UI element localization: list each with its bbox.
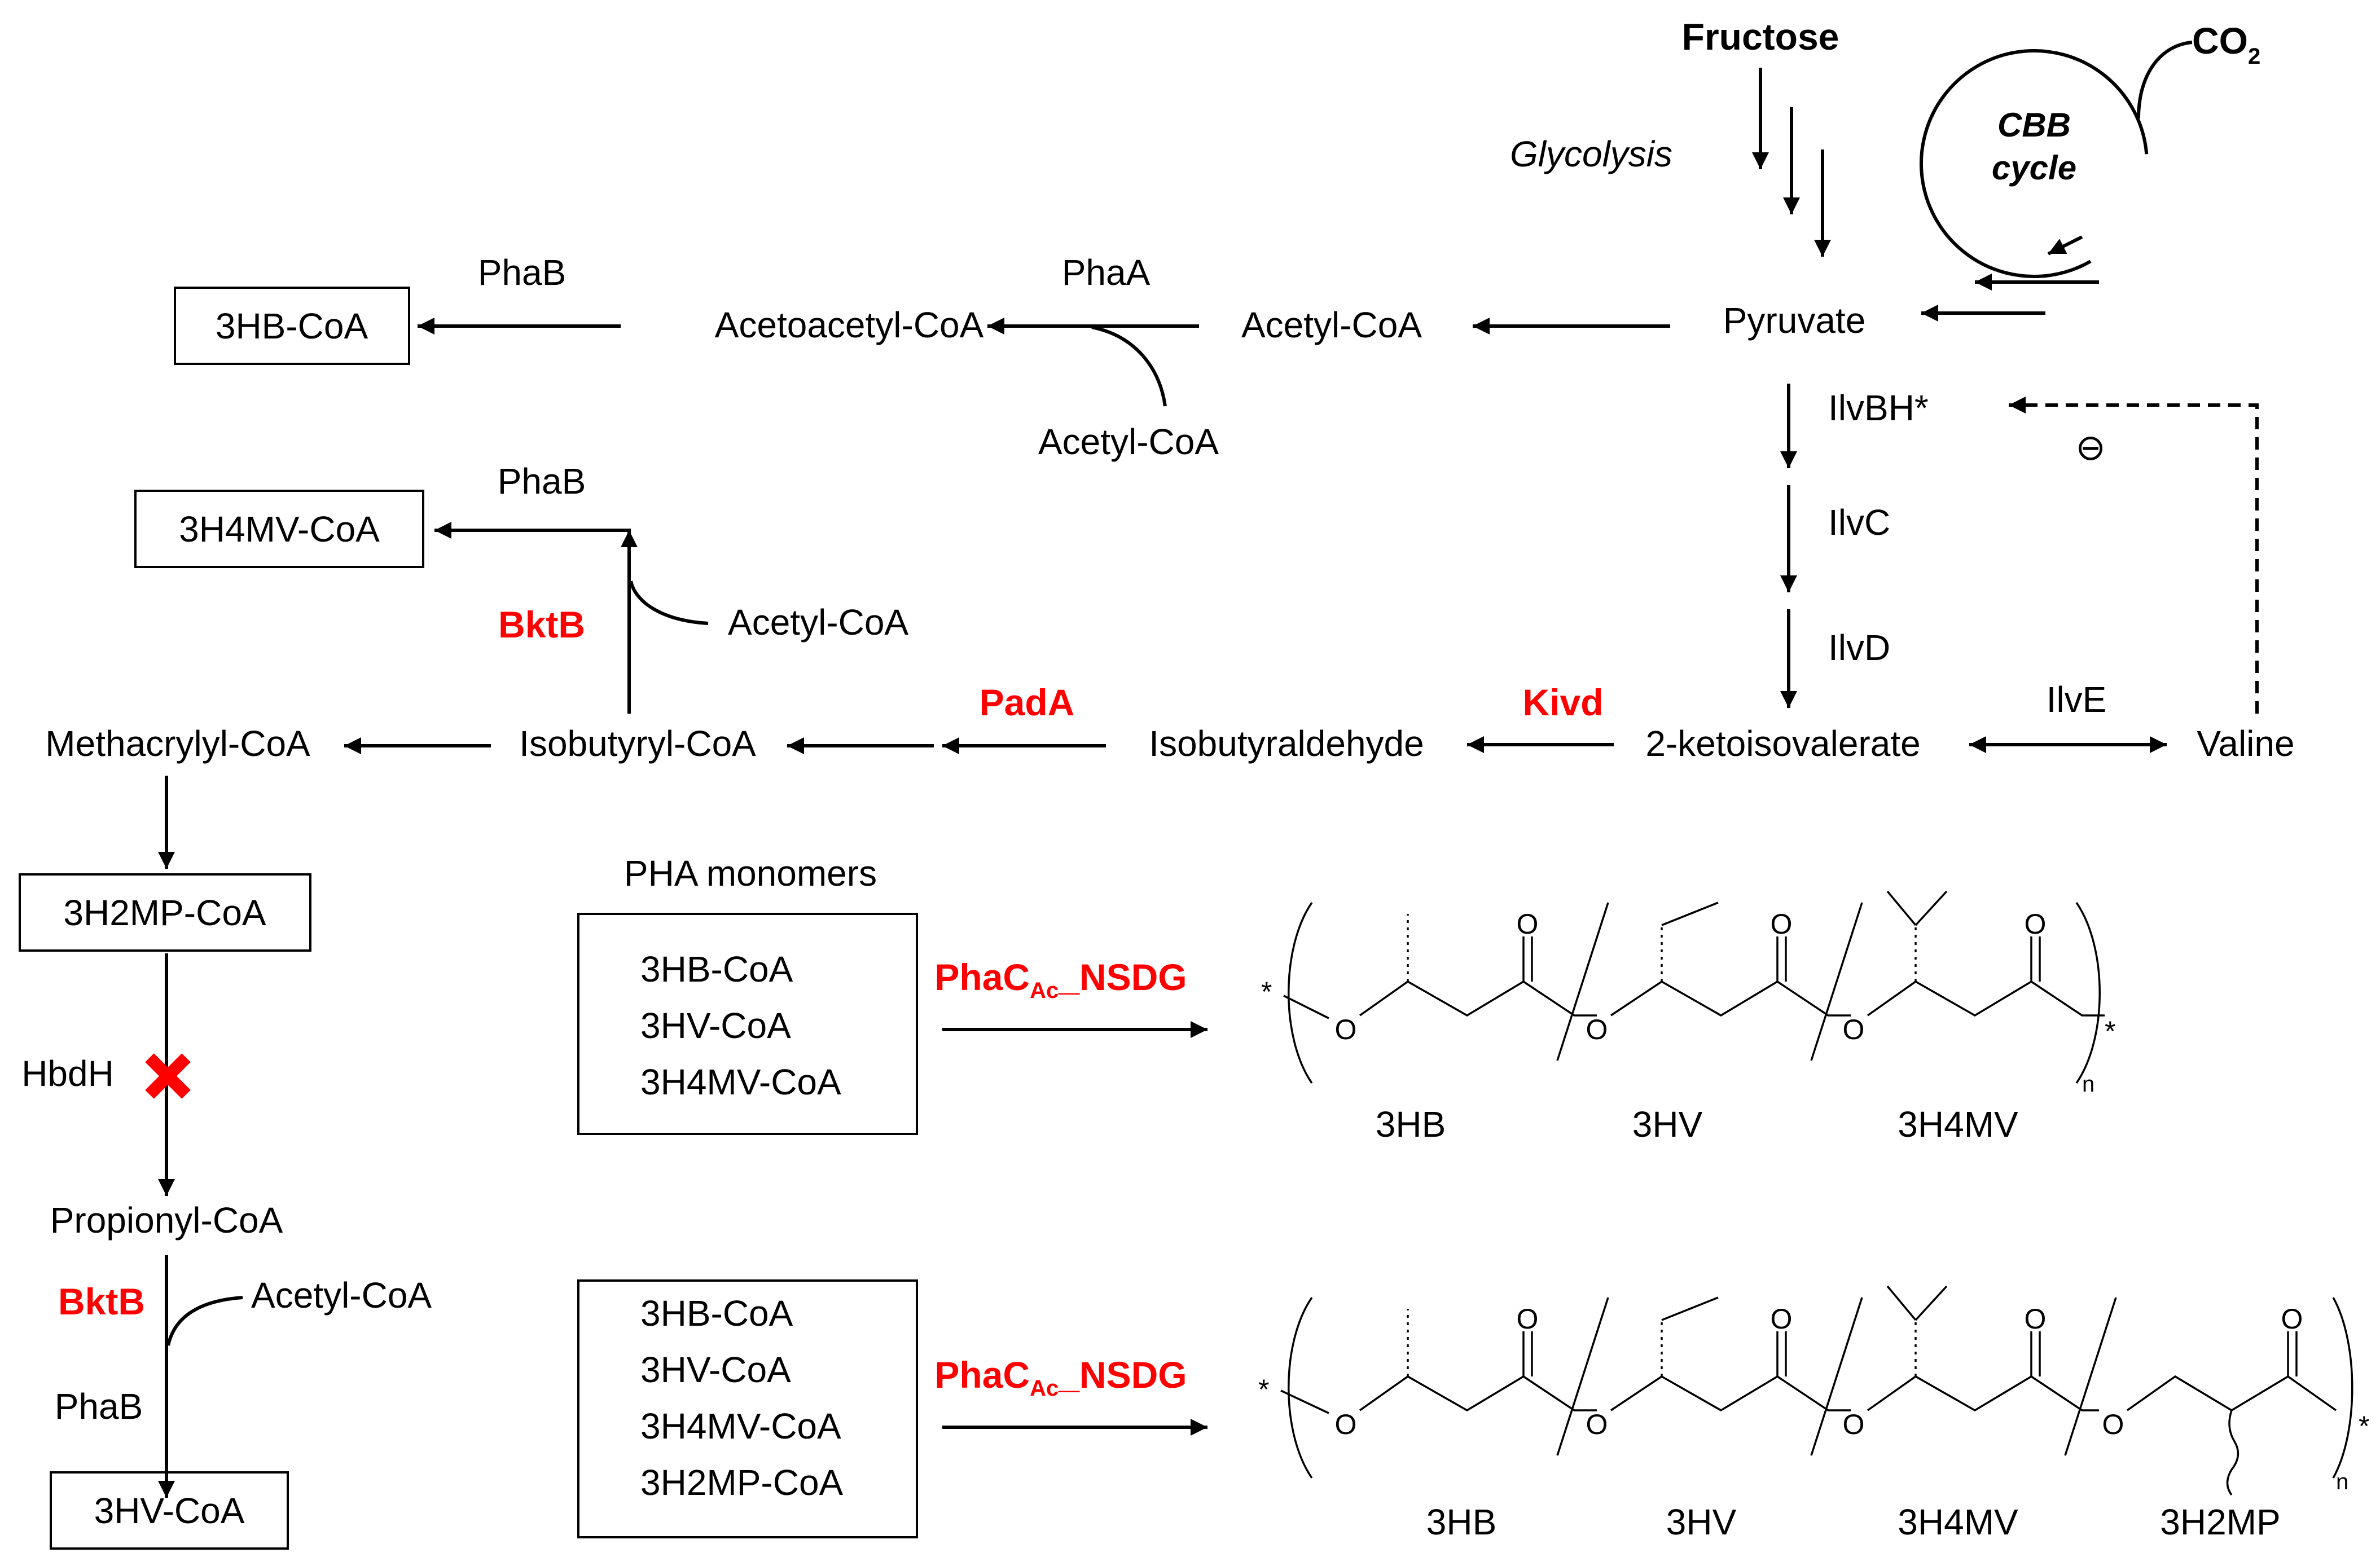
3h4mv-coa-box bbox=[134, 490, 424, 568]
polymer2-o-carbonyl-4: O bbox=[2281, 1303, 2303, 1335]
pyruvate-label: Pyruvate bbox=[1723, 300, 1866, 341]
monomer-box2-item-1: 3HB-CoA bbox=[640, 1293, 793, 1334]
cbb-label-line2: cycle bbox=[1992, 149, 2076, 187]
polymer1-label-3h4mv: 3H4MV bbox=[1898, 1104, 2018, 1145]
ketoisovalerate-label: 2-ketoisovalerate bbox=[1645, 723, 1920, 764]
polymer1-o-carbonyl-1: O bbox=[1517, 908, 1539, 940]
polymer-structure-1: * O O O O O O n * bbox=[1261, 890, 2115, 1097]
valine-label: Valine bbox=[2197, 723, 2294, 764]
acetoacetyl-coa-label: Acetoacetyl-CoA bbox=[715, 305, 984, 345]
ilvd-label: IlvD bbox=[1828, 627, 1890, 668]
phaa-label: PhaA bbox=[1062, 252, 1151, 293]
monomer-box1-item-2: 3HV-CoA bbox=[640, 1005, 791, 1046]
polymer1-o-3: O bbox=[1843, 1014, 1865, 1045]
polymer-structure-2: * O O O O O O O O n * bbox=[1258, 1285, 2369, 1496]
co2-label: CO2 bbox=[2192, 20, 2260, 69]
ilvbh-label: IlvBH* bbox=[1828, 388, 1929, 428]
polymer1-o-2: O bbox=[1586, 1014, 1608, 1045]
polymer2-label-3hb: 3HB bbox=[1426, 1502, 1497, 1542]
polymer2-end-star-right: * bbox=[2359, 1410, 2369, 1442]
3h2mp-coa-box bbox=[19, 873, 311, 952]
polymer1-n: n bbox=[2082, 1072, 2094, 1097]
3hv-coa-box bbox=[50, 1471, 289, 1550]
polymer2-o-2: O bbox=[1586, 1409, 1608, 1440]
bktb-label-1: BktB bbox=[498, 604, 585, 645]
pada-label: PadA bbox=[980, 681, 1075, 723]
polymer1-label-3hb: 3HB bbox=[1376, 1104, 1446, 1145]
acetyl-coa-side2-label: Acetyl-CoA bbox=[728, 602, 908, 643]
polymer2-o-3: O bbox=[1843, 1409, 1865, 1440]
polymer2-label-3hv: 3HV bbox=[1666, 1502, 1737, 1542]
polymer2-label-3h2mp: 3H2MP bbox=[2160, 1502, 2280, 1542]
pha-monomers-title: PHA monomers bbox=[624, 853, 877, 894]
fructose-label: Fructose bbox=[1682, 16, 1839, 58]
bktb-label-2: BktB bbox=[58, 1281, 145, 1322]
3hv-coa-box-label: 3HV-CoA bbox=[94, 1490, 245, 1531]
3hb-coa-box bbox=[174, 287, 410, 365]
phac-enzyme-label-1: PhaCAc_NSDG bbox=[934, 956, 1187, 1003]
3h2mp-coa-box-label: 3H2MP-CoA bbox=[63, 892, 266, 933]
polymer1-label-3hv: 3HV bbox=[1632, 1104, 1703, 1145]
glycolysis-label: Glycolysis bbox=[1510, 134, 1672, 174]
monomer-box-2 bbox=[577, 1279, 918, 1538]
monomer-box1-item-3: 3H4MV-CoA bbox=[640, 1062, 841, 1102]
polymer2-o-4: O bbox=[2102, 1409, 2124, 1440]
phab-label-2: PhaB bbox=[498, 461, 586, 502]
acetyl-coa-join-curve bbox=[1091, 326, 1167, 407]
valine-inhibition-arrow bbox=[2009, 397, 2259, 714]
polymer2-end-star-left: * bbox=[1258, 1374, 1269, 1405]
acetyl-coa-side3-label: Acetyl-CoA bbox=[251, 1275, 432, 1316]
3hb-coa-box-label: 3HB-CoA bbox=[216, 306, 368, 346]
hbdh-label: HbdH bbox=[21, 1053, 114, 1094]
acetyl-coa-join-curve-2 bbox=[629, 580, 709, 625]
polymer1-end-star-left: * bbox=[1261, 976, 1272, 1008]
polymer2-o-carbonyl-1: O bbox=[1517, 1303, 1539, 1335]
polymer1-o-carbonyl-3: O bbox=[2025, 908, 2047, 940]
3h4mv-coa-box-label: 3H4MV-CoA bbox=[179, 509, 380, 549]
kivd-label: Kivd bbox=[1522, 681, 1603, 723]
acetyl-coa-side1-label: Acetyl-CoA bbox=[1038, 421, 1219, 462]
polymer1-o-carbonyl-2: O bbox=[1771, 908, 1793, 940]
phab-label-3: PhaB bbox=[55, 1386, 143, 1427]
acetyl-coa-label: Acetyl-CoA bbox=[1241, 305, 1422, 345]
blocked-cross-icon bbox=[145, 1053, 191, 1099]
ilve-label: IlvE bbox=[2047, 679, 2107, 720]
monomer-box2-item-4: 3H2MP-CoA bbox=[640, 1462, 844, 1503]
polymer2-o-carbonyl-3: O bbox=[2025, 1303, 2047, 1335]
cbb-cycle-arrowhead bbox=[2047, 235, 2083, 256]
polymer2-o-1: O bbox=[1335, 1409, 1357, 1440]
polymer1-end-star-right: * bbox=[2105, 1015, 2115, 1047]
polymer2-o-carbonyl-2: O bbox=[1771, 1303, 1793, 1335]
monomer-box-1 bbox=[577, 913, 918, 1135]
polymer1-o-1: O bbox=[1335, 1014, 1357, 1045]
inhibition-symbol: ⊖ bbox=[2075, 427, 2106, 468]
ilvc-label: IlvC bbox=[1828, 502, 1890, 543]
methacrylyl-coa-label: Methacrylyl-CoA bbox=[45, 723, 310, 764]
isobutyraldehyde-label: Isobutyraldehyde bbox=[1149, 723, 1424, 764]
isobutyryl-coa-label: Isobutyryl-CoA bbox=[519, 723, 756, 764]
polymer2-label-3h4mv: 3H4MV bbox=[1898, 1502, 2018, 1542]
co2-entry-curve bbox=[2137, 41, 2193, 119]
monomer-box2-item-2: 3HV-CoA bbox=[640, 1349, 791, 1390]
monomer-box2-item-3: 3H4MV-CoA bbox=[640, 1406, 841, 1446]
monomer-box1-item-1: 3HB-CoA bbox=[640, 949, 793, 989]
phab-label-1: PhaB bbox=[478, 252, 567, 293]
acetyl-coa-join-curve-3 bbox=[166, 1296, 243, 1346]
cbb-cycle-circle bbox=[1920, 49, 2149, 278]
polymer2-n: n bbox=[2336, 1470, 2348, 1494]
phac-enzyme-label-2: PhaCAc_NSDG bbox=[934, 1354, 1187, 1401]
cbb-label-line1: CBB bbox=[1997, 106, 2071, 144]
propionyl-coa-label: Propionyl-CoA bbox=[50, 1200, 283, 1241]
